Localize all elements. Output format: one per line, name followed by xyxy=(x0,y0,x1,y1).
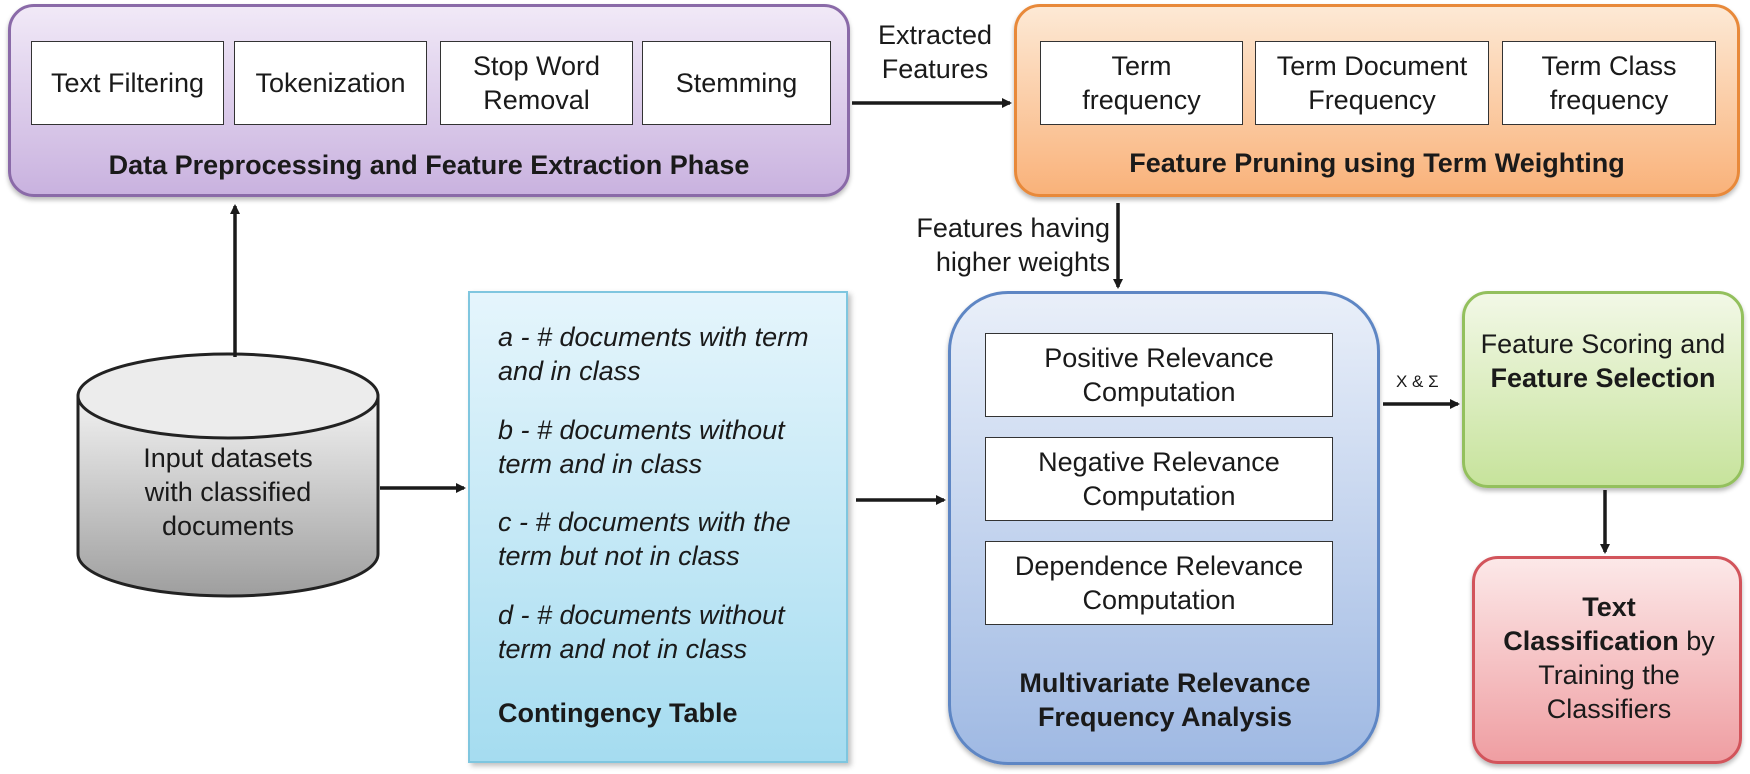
classification-panel xyxy=(1472,556,1742,764)
scoring-bold: Feature Selection xyxy=(1490,363,1716,393)
xsum-label: X & Σ xyxy=(1396,372,1439,391)
classification-bold1: Text xyxy=(1582,592,1636,622)
step-negative-relevance-label: Negative Relevance Computation xyxy=(1038,447,1280,511)
higher-weights-label: Features having higher weights xyxy=(916,213,1110,277)
pruning-title: Feature Pruning using Term Weighting xyxy=(1129,148,1625,178)
step-text-filtering: Text Filtering xyxy=(31,41,224,125)
contingency-item-a: a - # documents with term and in class xyxy=(498,322,809,386)
step-term-document-frequency: Term Document Frequency xyxy=(1255,41,1489,125)
contingency-title: Contingency Table xyxy=(498,698,738,728)
step-term-class-frequency-label: Term Class frequency xyxy=(1541,51,1677,115)
classification-bold2: Classification xyxy=(1503,626,1679,656)
step-negative-relevance: Negative Relevance Computation xyxy=(985,437,1333,521)
extracted-features-label: Extracted Features xyxy=(877,20,993,84)
step-term-frequency: Term frequency xyxy=(1040,41,1243,125)
contingency-item-c: c - # documents with the term but not in… xyxy=(498,507,791,571)
classification-text: Text Classification by Training the Clas… xyxy=(1486,590,1732,726)
contingency-item-b: b - # documents without term and in clas… xyxy=(498,415,785,479)
step-stop-word-removal: Stop Word Removal xyxy=(440,41,633,125)
step-positive-relevance: Positive Relevance Computation xyxy=(985,333,1333,417)
step-positive-relevance-label: Positive Relevance Computation xyxy=(1044,343,1274,407)
mrfa-title: Multivariate Relevance Frequency Analysi… xyxy=(1019,668,1311,732)
step-term-class-frequency: Term Class frequency xyxy=(1502,41,1716,125)
classification-rest: by Training the Classifiers xyxy=(1538,626,1715,724)
preprocessing-title: Data Preprocessing and Feature Extractio… xyxy=(108,150,750,180)
step-stop-word-removal-label: Stop Word Removal xyxy=(472,51,601,115)
step-stemming: Stemming xyxy=(642,41,831,125)
contingency-item-d: d - # documents without term and not in … xyxy=(498,600,785,664)
input-datasets-label: Input datasets with classified documents xyxy=(143,443,313,541)
step-dependence-relevance: Dependence Relevance Computation xyxy=(985,541,1333,625)
step-term-frequency-label: Term frequency xyxy=(1082,51,1201,115)
step-tokenization: Tokenization xyxy=(234,41,427,125)
database-cylinder-icon xyxy=(76,352,380,598)
scoring-line1: Feature Scoring and xyxy=(1480,329,1726,359)
step-dependence-relevance-label: Dependence Relevance Computation xyxy=(1014,551,1304,615)
scoring-text: Feature Scoring and Feature Selection xyxy=(1462,327,1744,395)
scoring-panel xyxy=(1462,291,1744,488)
step-term-document-frequency-label: Term Document Frequency xyxy=(1276,51,1468,115)
contingency-panel xyxy=(468,291,848,763)
